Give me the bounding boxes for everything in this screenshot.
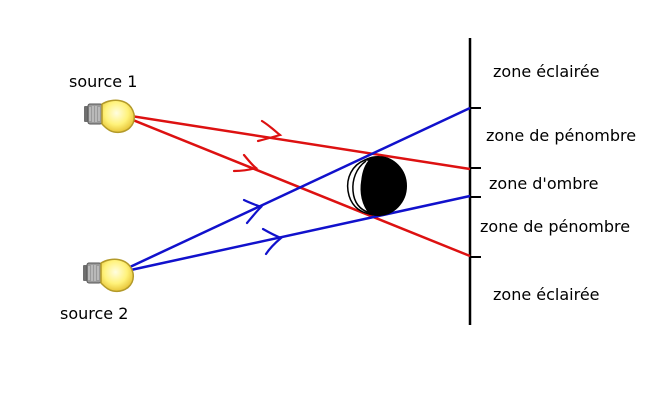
- arrow-blue-lower: [261, 227, 284, 256]
- arrow-blue-upper: [242, 198, 263, 225]
- lightbulb-icon: [83, 258, 134, 293]
- ray-source1-upper: [117, 112, 471, 171]
- lightbulb-icon: [84, 99, 135, 134]
- source-1-label: source 1: [69, 72, 138, 91]
- zone-label-penumbra-top: zone de pénombre: [486, 126, 637, 145]
- zone-label-lit-top: zone éclairée: [493, 62, 600, 81]
- ray-source2-lower: [116, 194, 471, 275]
- ray-source1-lower: [117, 112, 471, 258]
- opaque-object: [346, 156, 407, 216]
- ray-source2-upper: [116, 106, 471, 275]
- arrow-red-upper: [256, 119, 283, 143]
- zone-label-lit-bottom: zone éclairée: [493, 285, 600, 304]
- arrow-red-lower: [232, 153, 259, 173]
- zone-label-umbra: zone d'ombre: [489, 174, 599, 193]
- source-2-label: source 2: [60, 304, 129, 323]
- zone-label-penumbra-bottom: zone de pénombre: [480, 217, 631, 236]
